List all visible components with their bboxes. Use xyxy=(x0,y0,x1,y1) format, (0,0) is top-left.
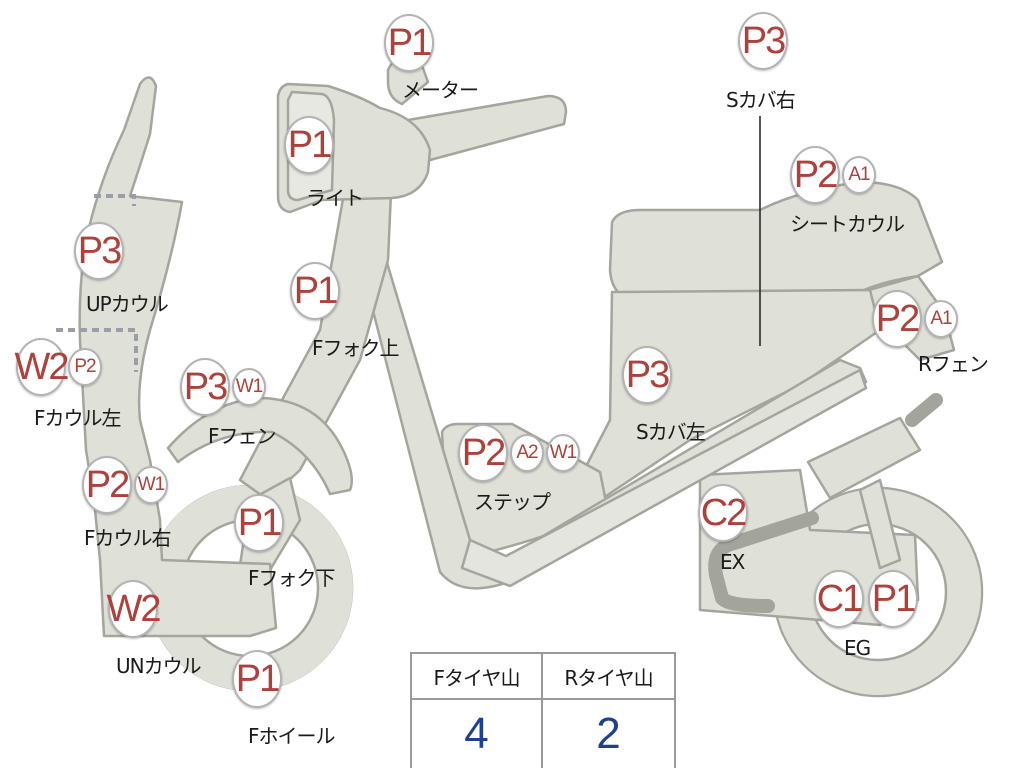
tire-tread-table: Fタイヤ山 Rタイヤ山 4 2 xyxy=(410,652,676,768)
front-fork-upper-label: Fフォク上 xyxy=(312,336,400,360)
light-badges: P1 xyxy=(284,116,334,174)
badge: P3 xyxy=(74,222,124,280)
under-cowl-label: UNカウル xyxy=(116,654,202,678)
badge: P2 xyxy=(790,146,840,204)
badge: P3 xyxy=(180,358,230,416)
side-cover-left-badges: P3 xyxy=(622,346,672,404)
front-fork-lower-badges: P1 xyxy=(234,494,284,552)
engine-block xyxy=(698,468,920,627)
meter-label: メーター xyxy=(402,78,479,102)
rear-axle-bar xyxy=(905,393,943,427)
frame-tube-lower xyxy=(460,368,868,588)
meter-badges: P1 xyxy=(384,14,434,72)
badge: P1 xyxy=(232,650,282,708)
badge: P2 xyxy=(872,290,922,348)
side-cover-right-label: Sカバ右 xyxy=(726,88,796,112)
badge: A1 xyxy=(924,300,958,338)
front-fender-badges: P3 W1 xyxy=(180,358,266,416)
step-label: ステップ xyxy=(474,490,551,514)
exhaust-pipe xyxy=(708,511,819,613)
front-cowl-left-badges: W2 P2 xyxy=(15,338,102,396)
badge: P3 xyxy=(738,12,788,70)
badge: W1 xyxy=(232,368,266,406)
side-cover-right-badges: P3 xyxy=(738,12,788,70)
side-cover-left-label: Sカバ左 xyxy=(636,420,706,444)
engine-label: EG xyxy=(844,636,871,660)
under-cowl-badges: W2 xyxy=(107,580,162,638)
badge: A2 xyxy=(510,434,544,472)
badge: W2 xyxy=(15,338,70,396)
front-tire-value: 4 xyxy=(412,700,543,768)
badge: P1 xyxy=(384,14,434,72)
badge: P2 xyxy=(82,456,132,514)
seat-cowl-badges: P2 A1 xyxy=(790,146,876,204)
front-cowl-left-label: Fカウル左 xyxy=(34,406,122,430)
step-badges: P2 A2 W1 xyxy=(458,424,580,482)
exhaust-badges: C2 xyxy=(698,484,748,542)
rear-fender-label: Rフェン xyxy=(918,352,989,376)
front-wheel-label: Fホイール xyxy=(248,724,336,748)
badge: W1 xyxy=(134,466,168,504)
badge: C1 xyxy=(814,570,864,628)
front-fork-lower-label: Fフォク下 xyxy=(248,566,336,590)
up-cowl-badges: P3 xyxy=(74,222,124,280)
light-label: ライト xyxy=(306,186,364,210)
seat-cowl-label: シートカウル xyxy=(790,212,905,236)
front-cowl-right-badges: P2 W1 xyxy=(82,456,168,514)
badge: P1 xyxy=(290,262,340,320)
up-cowl-label: UPカウル xyxy=(86,292,169,316)
badge: P2 xyxy=(458,424,508,482)
cowl-divider-top xyxy=(94,194,136,206)
front-tire-header: Fタイヤ山 xyxy=(412,654,543,700)
front-cowl-right-label: Fカウル右 xyxy=(84,526,172,550)
front-wheel-badges: P1 xyxy=(232,650,282,708)
badge: W2 xyxy=(107,580,162,638)
front-fork-upper-badges: P1 xyxy=(290,262,340,320)
badge: C2 xyxy=(698,484,748,542)
rear-fender-badges: P2 A1 xyxy=(872,290,958,348)
badge: P1 xyxy=(234,494,284,552)
handlebar xyxy=(406,94,568,162)
badge: P2 xyxy=(68,348,102,386)
cowl-divider-mid xyxy=(56,328,138,372)
badge: A1 xyxy=(842,156,876,194)
engine-badges: C1 P1 xyxy=(814,570,918,628)
rear-tire-value: 2 xyxy=(596,709,621,758)
side-cover-shape xyxy=(578,288,882,502)
rear-shock xyxy=(806,416,922,500)
badge: P1 xyxy=(868,570,918,628)
exhaust-label: EX xyxy=(720,550,745,574)
badge: W1 xyxy=(546,434,580,472)
front-fender-label: Fフェン xyxy=(208,424,277,448)
badge: P3 xyxy=(622,346,672,404)
rear-tire-header: Rタイヤ山 xyxy=(543,654,674,700)
badge: P1 xyxy=(284,116,334,174)
rear-strut xyxy=(858,478,902,570)
